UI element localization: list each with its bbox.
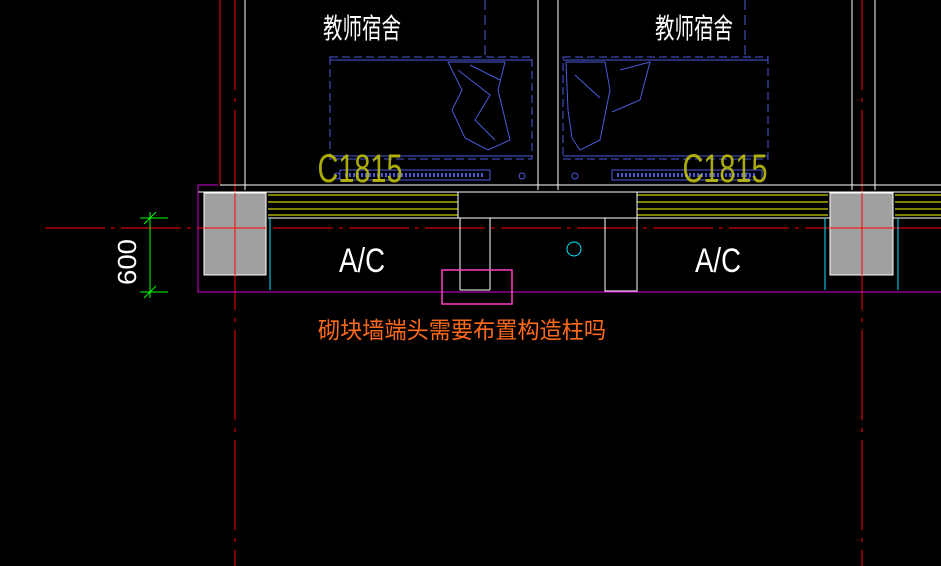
upper-walls	[198, 0, 941, 193]
window-lines	[268, 194, 941, 216]
dimension-600	[140, 211, 168, 299]
ac-label-right: A/C	[695, 242, 741, 280]
window-hardware	[333, 169, 763, 181]
lower-walls	[268, 192, 941, 292]
drain-pipe-icon	[566, 241, 582, 257]
cyan-lines	[269, 218, 899, 290]
question-annotation: 砌块墙端头需要布置构造柱吗	[318, 318, 606, 344]
window-code-right: C1815	[683, 147, 768, 191]
room-label-left: 教师宿舍	[323, 13, 401, 44]
highlight-box	[441, 269, 513, 305]
axis-lines	[45, 0, 941, 566]
window-code-left: C1815	[318, 147, 403, 191]
room-label-right: 教师宿舍	[655, 13, 733, 44]
dimension-value: 600	[112, 239, 142, 285]
ac-label-left: A/C	[339, 242, 385, 280]
furniture-right-room	[562, 0, 769, 160]
slab-edge	[197, 184, 941, 293]
furniture-left-room	[329, 0, 533, 160]
